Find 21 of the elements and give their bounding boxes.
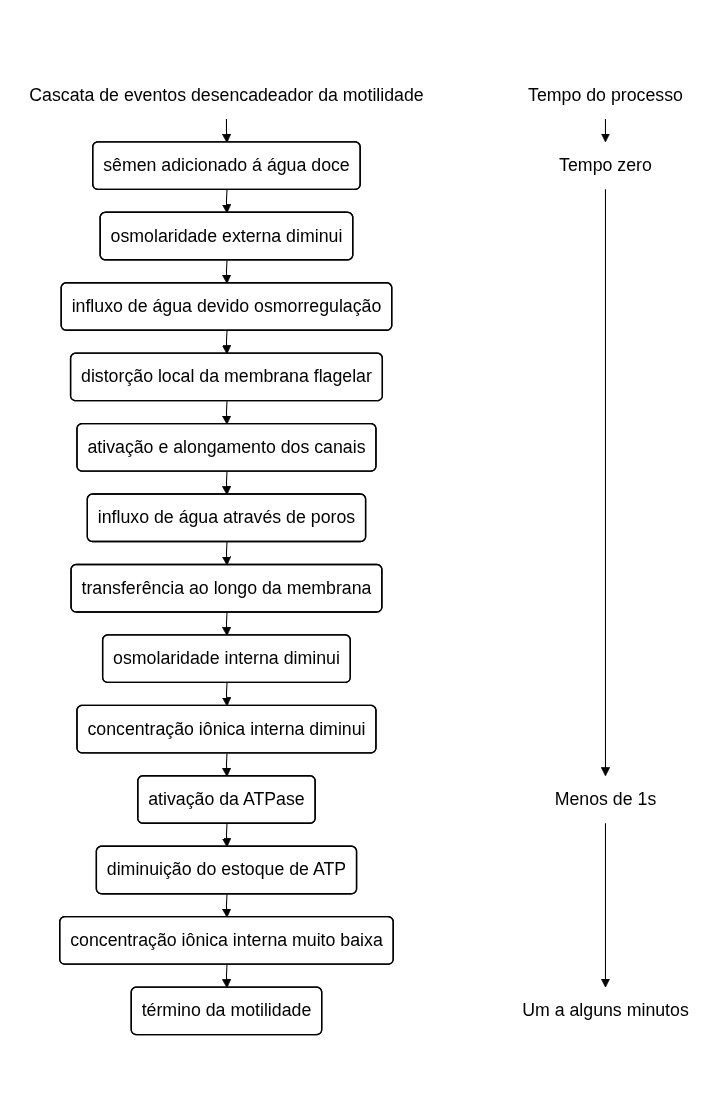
arrow: [222, 964, 232, 989]
arrow: [222, 611, 232, 636]
arrow: [222, 259, 232, 284]
arrow: [222, 118, 232, 143]
arrow: [222, 752, 232, 777]
arrow: [222, 893, 232, 918]
arrow: [600, 118, 611, 143]
node-text: Um a alguns minutos: [522, 1000, 689, 1021]
node-text: Cascata de eventos desencadeador da motilidade: [29, 85, 424, 105]
node-text: Menos de 1s: [554, 789, 657, 810]
arrow: [222, 330, 232, 355]
arrow: [222, 189, 232, 214]
arrow: [600, 822, 611, 988]
node-text: Tempo zero: [559, 155, 652, 176]
arrow: [222, 400, 232, 425]
arrow: [222, 541, 232, 566]
arrow: [222, 682, 232, 707]
arrow: [600, 188, 611, 777]
arrow: [222, 471, 232, 495]
arrow: [222, 823, 232, 848]
node-text: Tempo do processo: [528, 85, 683, 105]
